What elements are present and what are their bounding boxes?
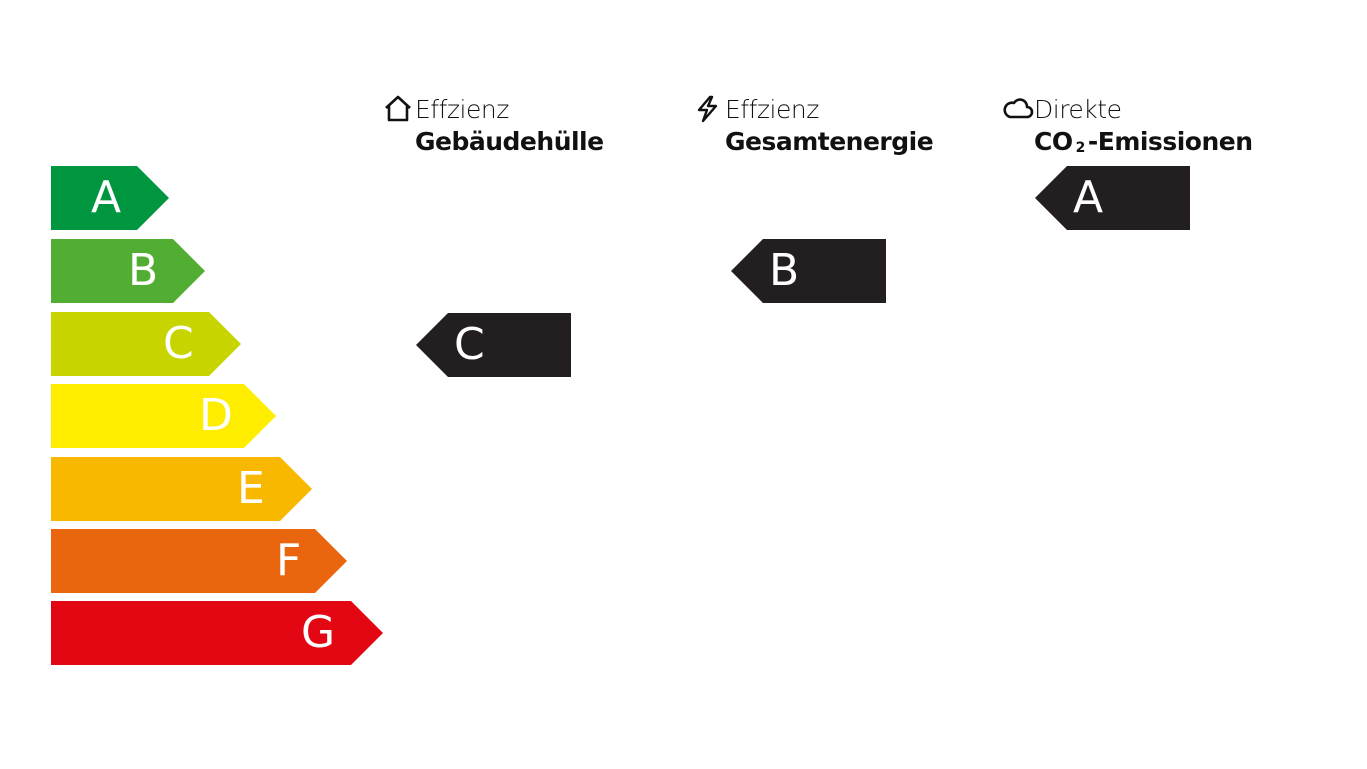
co2-text: CO bbox=[1034, 127, 1073, 156]
heading-line1: Effzienz bbox=[415, 95, 509, 124]
scale-bar-b: B bbox=[51, 239, 205, 303]
scale-label: A bbox=[91, 172, 122, 223]
cloud-icon bbox=[1003, 98, 1034, 119]
heading-line1: Direkte bbox=[1034, 95, 1122, 124]
rating-label: B bbox=[769, 245, 800, 296]
lightning-icon bbox=[697, 95, 718, 123]
scale-bar-e: E bbox=[51, 457, 312, 521]
co2-subscript: 2 bbox=[1075, 140, 1086, 156]
scale-label: C bbox=[163, 318, 194, 369]
rating-label: A bbox=[1073, 172, 1104, 223]
scale-bar-d: D bbox=[51, 384, 276, 448]
rating-label: C bbox=[454, 319, 485, 370]
scale-bar-a: A bbox=[51, 166, 169, 230]
scale-bar-c: C bbox=[51, 312, 241, 376]
scale-label: G bbox=[301, 607, 336, 658]
scale-bar-g: G bbox=[51, 601, 383, 665]
scale-label: E bbox=[237, 463, 265, 514]
scale-label: B bbox=[128, 245, 159, 296]
emissions-text: -Emissionen bbox=[1087, 127, 1253, 156]
house-icon bbox=[385, 95, 411, 122]
scale-bar-f: F bbox=[51, 529, 347, 593]
scale-label: D bbox=[199, 390, 233, 441]
heading-line1: Effzienz bbox=[725, 95, 819, 124]
heading-line2: Gebäudehülle bbox=[415, 127, 604, 156]
rating-indicator-building-envelope: C bbox=[416, 313, 571, 377]
rating-indicator-total-energy: B bbox=[731, 239, 886, 303]
heading-line2: Gesamtenergie bbox=[725, 127, 934, 156]
rating-indicator-co2: A bbox=[1035, 166, 1190, 230]
scale-label: F bbox=[276, 535, 302, 586]
